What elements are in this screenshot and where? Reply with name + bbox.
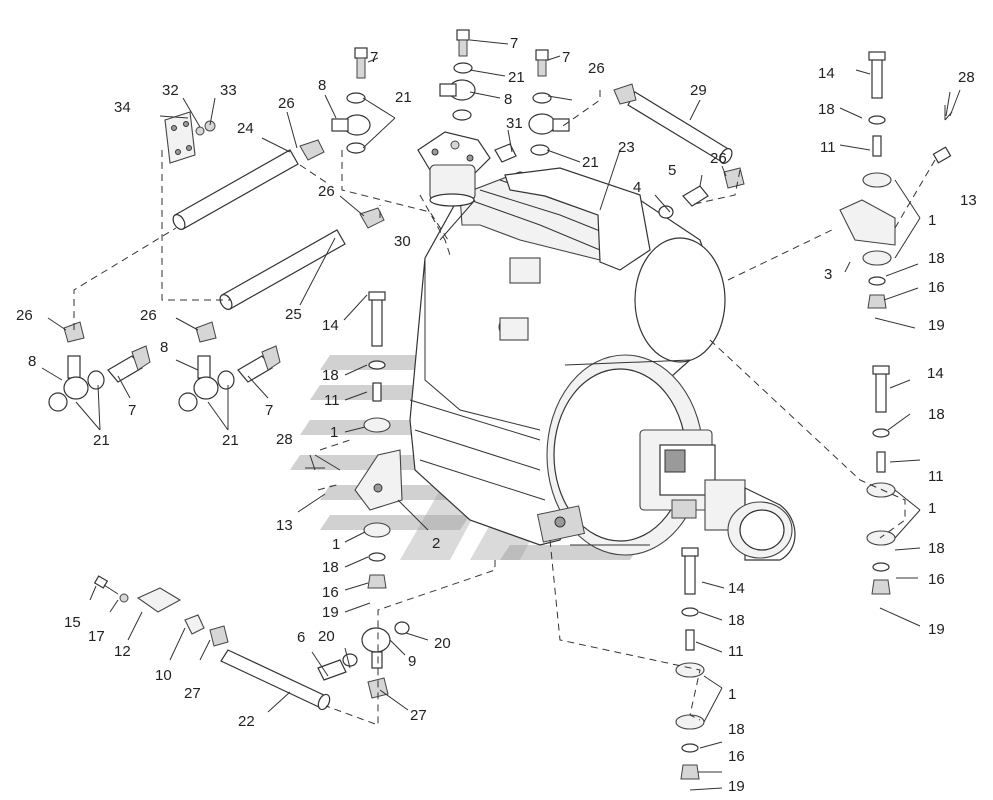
label-11-d: 11 <box>728 643 744 660</box>
part-labels: 1 1 1 1 1 2 3 4 5 6 7 7 7 7 7 8 8 8 8 9 … <box>16 35 977 795</box>
label-21-d: 21 <box>93 432 110 449</box>
label-18-f: 18 <box>928 540 945 557</box>
label-9: 9 <box>408 653 416 670</box>
label-8-b: 8 <box>504 91 512 108</box>
label-1-d: 1 <box>928 500 936 517</box>
label-19-d: 19 <box>728 778 745 795</box>
label-14-a: 14 <box>818 65 835 82</box>
label-26-a: 26 <box>278 95 295 112</box>
label-23: 23 <box>618 139 635 156</box>
label-27-b: 27 <box>410 707 427 724</box>
label-3: 3 <box>824 266 832 283</box>
label-17: 17 <box>88 628 105 645</box>
label-4: 4 <box>633 179 641 196</box>
label-15: 15 <box>64 614 81 631</box>
label-26-e: 26 <box>16 307 33 324</box>
bottom-left-parts <box>93 575 410 699</box>
air-filter <box>417 131 491 207</box>
label-6: 6 <box>297 629 305 646</box>
mount-stacks <box>354 51 952 780</box>
label-27-a: 27 <box>184 685 201 702</box>
label-26-f: 26 <box>140 307 157 324</box>
label-22: 22 <box>238 713 255 730</box>
label-14-c: 14 <box>927 365 944 382</box>
blower-housing <box>409 167 796 561</box>
label-18-a: 18 <box>818 101 835 118</box>
routing-lines <box>73 90 936 726</box>
leader-lines <box>41 39 961 791</box>
label-19-a: 19 <box>928 317 945 334</box>
label-18-g: 18 <box>728 612 745 629</box>
label-21-b: 21 <box>508 69 525 86</box>
label-7-c: 7 <box>562 49 570 66</box>
label-18-e: 18 <box>928 406 945 423</box>
label-18-c: 18 <box>322 367 339 384</box>
label-20-b: 20 <box>434 635 451 652</box>
label-25: 25 <box>285 306 302 323</box>
label-20-a: 20 <box>318 628 335 645</box>
label-21-a: 21 <box>395 89 412 106</box>
label-14-b: 14 <box>322 317 339 334</box>
left-banjo-assemblies <box>48 345 281 412</box>
label-18-h: 18 <box>728 721 745 738</box>
label-16-d: 16 <box>728 748 745 765</box>
label-8-c: 8 <box>28 353 36 370</box>
label-28-b: 28 <box>276 431 293 448</box>
label-2: 2 <box>432 535 440 552</box>
label-10: 10 <box>155 667 172 684</box>
label-11-c: 11 <box>928 468 944 485</box>
label-12: 12 <box>114 643 131 660</box>
label-13-b: 13 <box>276 517 293 534</box>
label-19-b: 19 <box>322 604 339 621</box>
label-1-c: 1 <box>332 536 340 553</box>
label-14-d: 14 <box>728 580 745 597</box>
label-5: 5 <box>668 162 676 179</box>
label-26-d: 26 <box>710 150 727 167</box>
label-26-c: 26 <box>588 60 605 77</box>
label-19-c: 19 <box>928 621 945 638</box>
label-13-a: 13 <box>960 192 977 209</box>
label-11-a: 11 <box>820 139 836 156</box>
label-18-b: 18 <box>928 250 945 267</box>
label-16-a: 16 <box>928 279 945 296</box>
label-21-c: 21 <box>582 154 599 171</box>
label-18-d: 18 <box>322 559 339 576</box>
label-16-c: 16 <box>928 571 945 588</box>
label-28-a: 28 <box>958 69 975 86</box>
label-16-b: 16 <box>322 584 339 601</box>
label-32: 32 <box>162 82 179 99</box>
label-24: 24 <box>237 120 254 137</box>
label-8-d: 8 <box>160 339 168 356</box>
label-29: 29 <box>690 82 707 99</box>
label-26-b: 26 <box>318 183 335 200</box>
label-7-a: 7 <box>370 49 378 66</box>
label-8-a: 8 <box>318 77 326 94</box>
label-7-d: 7 <box>128 402 136 419</box>
label-1-a: 1 <box>928 212 936 229</box>
fittings <box>63 29 745 343</box>
label-30: 30 <box>394 233 411 250</box>
label-1-b: 1 <box>330 424 338 441</box>
label-31: 31 <box>506 115 523 132</box>
label-1-e: 1 <box>728 686 736 703</box>
label-11-b: 11 <box>324 392 340 409</box>
hoses <box>172 91 733 711</box>
label-21-e: 21 <box>222 432 239 449</box>
label-34: 34 <box>114 99 131 116</box>
label-33: 33 <box>220 82 237 99</box>
label-7-e: 7 <box>265 402 273 419</box>
label-7-b: 7 <box>510 35 518 52</box>
